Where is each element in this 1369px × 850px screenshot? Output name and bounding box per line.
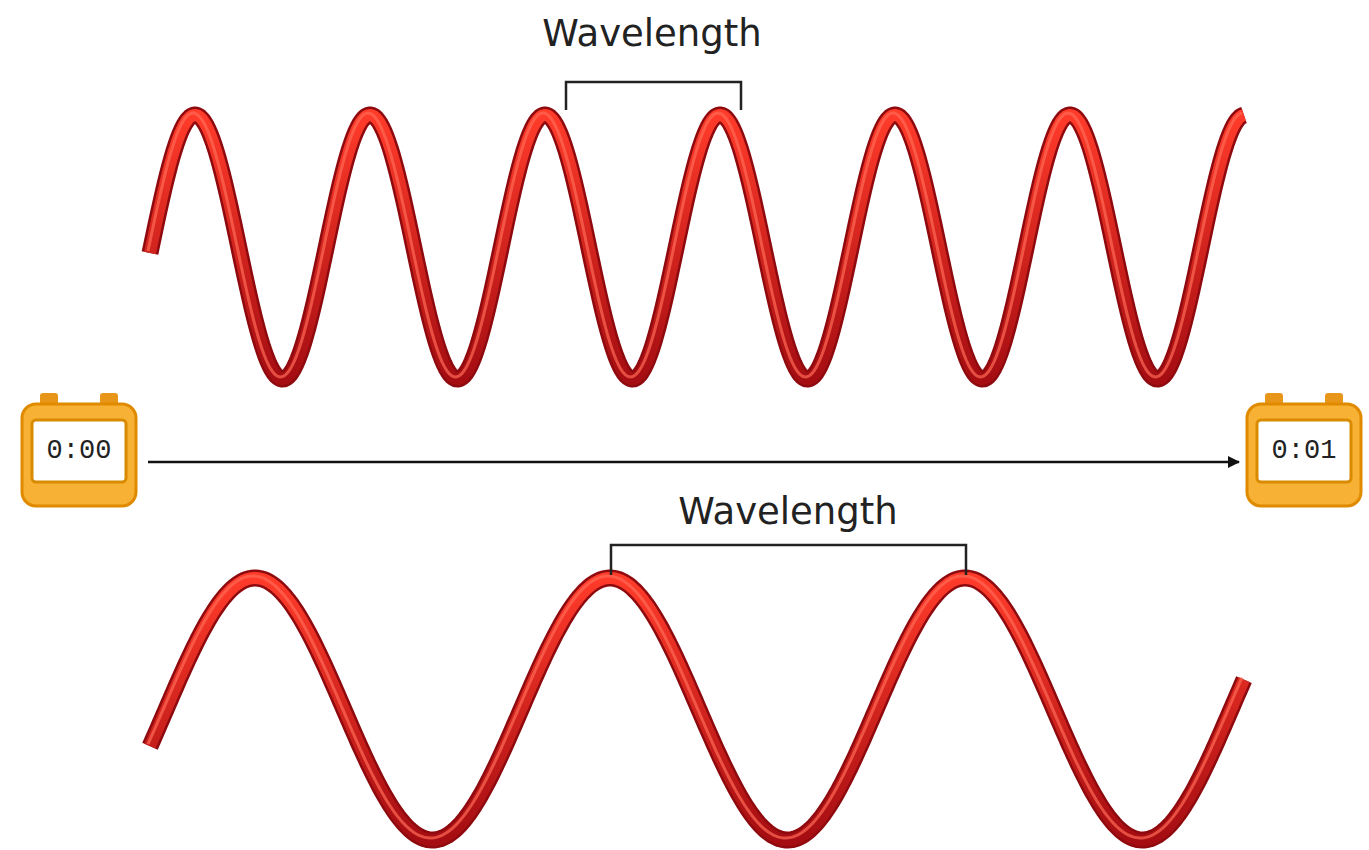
wavelength-bracket	[566, 82, 966, 575]
stopwatch: 0:01	[1243, 390, 1365, 510]
time-arrow	[148, 461, 1239, 464]
timer-reading: 0:00	[32, 420, 126, 482]
timer-reading: 0:01	[1257, 420, 1351, 482]
wavelength-label: Wavelength	[678, 490, 898, 533]
ribbon-wave	[148, 113, 1244, 379]
wavelength-label: Wavelength	[542, 12, 762, 55]
ribbon-wave	[148, 576, 1244, 840]
stopwatch: 0:00	[18, 390, 140, 510]
